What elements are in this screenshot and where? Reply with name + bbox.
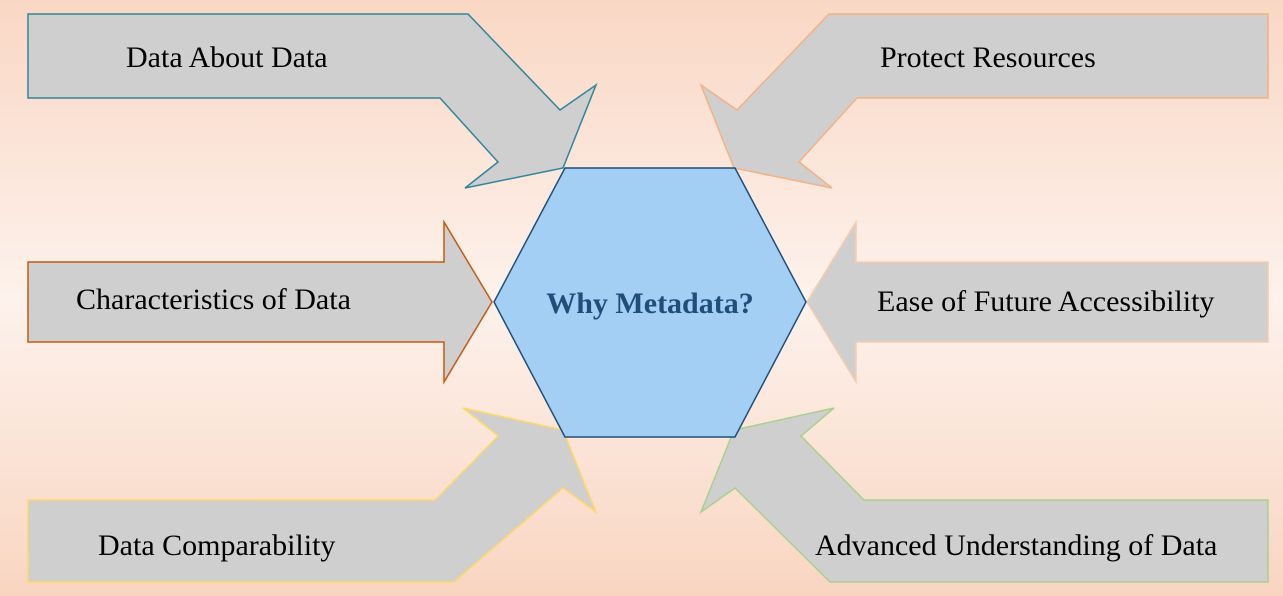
center-title: Why Metadata? <box>546 287 754 320</box>
center-hexagon <box>493 167 807 438</box>
arrow-characteristics-of-data <box>27 219 493 385</box>
arrow-data-comparability <box>27 407 598 583</box>
label-data-about-data: Data About Data <box>126 41 328 74</box>
label-protect-resources: Protect Resources <box>880 41 1096 74</box>
label-ease-of-future-accessibility: Ease of Future Accessibility <box>877 285 1215 318</box>
label-characteristics-of-data: Characteristics of Data <box>76 283 351 316</box>
arrow-protect-resources <box>699 13 1269 189</box>
arrow-data-about-data <box>27 13 598 189</box>
label-advanced-understanding-of-data: Advanced Understanding of Data <box>815 529 1218 562</box>
label-data-comparability: Data Comparability <box>98 529 336 562</box>
arrow-ease-of-future-accessibility <box>806 219 1269 385</box>
arrow-advanced-understanding-of-data <box>699 407 1269 583</box>
